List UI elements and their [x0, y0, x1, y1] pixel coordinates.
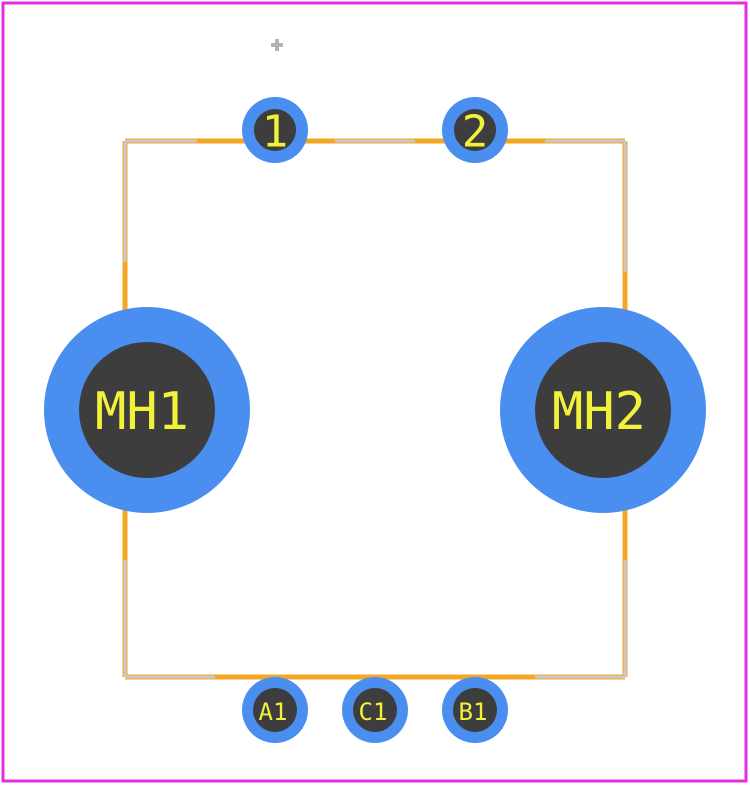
silkscreen-outline: [123, 139, 627, 679]
pad-drill-hole: [253, 688, 297, 732]
pad-drill-hole: [353, 688, 397, 732]
pad-label: A1: [259, 698, 288, 726]
pad-drill-hole: [453, 688, 497, 732]
pad-drill-hole: [254, 109, 296, 151]
pad-label: MH2: [552, 382, 646, 442]
pad-mounting-hole-2[interactable]: MH2: [500, 307, 706, 513]
origin-marker-icon: [271, 39, 283, 51]
pad-pin-a1[interactable]: A1: [242, 677, 308, 743]
pad-drill-hole: [79, 342, 215, 478]
pad-pin-c1[interactable]: C1: [342, 677, 408, 743]
pad-label: 1: [262, 107, 289, 158]
pad-drill-hole: [454, 109, 496, 151]
pad-label: B1: [459, 698, 488, 726]
pad-label: MH1: [95, 382, 189, 442]
pad-label: C1: [359, 698, 388, 726]
origin-marker-vertical: [275, 39, 279, 51]
pad-pin-1[interactable]: 1: [242, 97, 308, 163]
pad-drill-hole: [535, 342, 671, 478]
pad-pin-2[interactable]: 2: [442, 97, 508, 163]
pad-pin-b1[interactable]: B1: [442, 677, 508, 743]
pad-label: 2: [462, 107, 489, 158]
pad-mounting-hole-1[interactable]: MH1: [44, 307, 250, 513]
